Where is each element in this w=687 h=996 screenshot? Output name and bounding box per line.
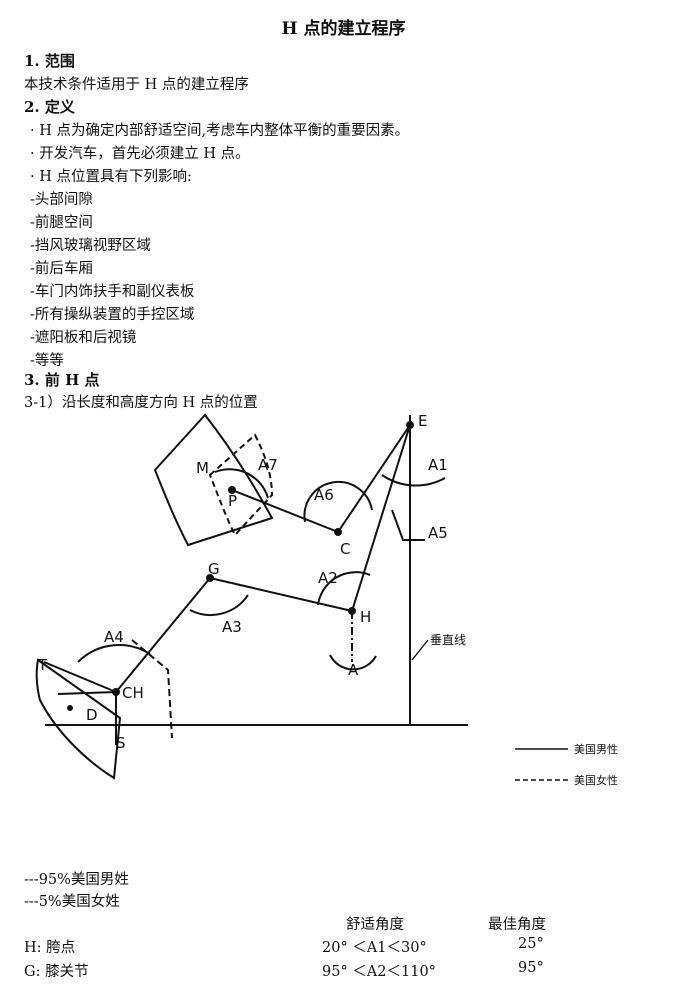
definition-bullet: · H 点位置具有下列影响: [30,169,192,185]
definition-bullet: · H 点为确定内部舒适空间,考虑车内整体平衡的重要因素。 [30,123,410,139]
label-S: S [116,734,126,752]
influence-item: -前腿空间 [30,215,93,231]
influence-item: -等等 [30,353,64,369]
section-1-heading: 1. 范围 [24,52,75,70]
a1-arc [381,474,446,487]
note-female: ---5%美国女姓 [24,894,120,910]
h-point-diagram: 垂直线 E A1 A5 M A7 P A6 C A2 G H A3 A4 A T… [35,412,618,787]
label-G: G [208,560,220,578]
label-T: T [37,656,48,674]
a6-arc [303,480,373,523]
e-joint [406,421,414,429]
a2-arc [317,571,371,606]
ch-joint [112,688,120,696]
label-D: D [86,706,98,724]
shin-line [115,577,211,693]
table-row-label: H: 胯点 [24,940,76,956]
c-joint [334,528,342,536]
toe-line [43,661,117,693]
section-3-heading: 3. 前 H 点 [24,371,100,389]
g-joint [206,574,214,582]
influence-item: -遮阳板和后视镜 [30,330,137,346]
label-A3: A3 [222,618,242,636]
e-to-h-line [351,424,411,612]
vertical-label-leader [411,639,429,661]
a7-arc [214,468,269,499]
table-header-comfort: 舒适角度 [346,917,404,933]
a5-marker [391,509,425,541]
legend-male-label: 美国男性 [574,742,618,756]
foot-outline [35,658,122,780]
label-A2: A2 [318,569,338,587]
torso-line [231,489,339,533]
label-M: M [196,459,209,477]
p-joint [228,486,236,494]
influence-item: -所有操纵装置的手控区域 [30,307,195,323]
influence-item: -挡风玻璃视野区域 [30,238,151,254]
label-A7: A7 [258,456,278,474]
female-leg-outline [131,639,173,739]
table-header-best: 最佳角度 [488,917,546,933]
label-A: A [348,661,359,679]
legend-female-label: 美国女性 [574,773,618,787]
label-A4: A4 [104,628,124,646]
female-head-outline [208,433,274,537]
label-P: P [228,492,237,510]
definition-bullet: · 开发汽车，首先必须建立 H 点。 [30,146,250,162]
a4-arc [77,644,151,663]
d-dot [67,705,73,711]
sole-line [57,691,117,695]
table-row-comfort: 20° ＜A1＜30° [322,940,427,956]
influence-item: -车门内饰扶手和副仪表板 [30,284,195,300]
note-male: ---95%美国男姓 [24,872,129,888]
section-1-text: 本技术条件适用于 H 点的建立程序 [24,77,249,93]
label-A5: A5 [428,524,448,542]
influence-item: -前后车厢 [30,261,93,277]
label-H: H [360,608,371,626]
h-joint [348,607,356,615]
table-row-best: 95° [518,960,544,976]
c-to-e-line [337,424,411,533]
label-C: C [340,540,350,558]
a-arc [329,654,377,671]
label-E: E [418,412,427,430]
table-row-label: G: 膝关节 [24,964,89,980]
influence-item: -头部间隙 [30,192,93,208]
label-CH: CH [122,684,144,702]
label-A1: A1 [428,456,448,474]
section-3-subheading: 3-1）沿长度和高度方向 H 点的位置 [24,395,258,411]
section-2-heading: 2. 定义 [24,98,75,116]
table-row-best: 25° [518,936,544,952]
table-row-comfort: 95° ＜A2＜110° [322,964,436,980]
vertical-line-label: 垂直线 [430,633,466,647]
a3-arc [189,594,249,616]
page-title: H 点的建立程序 [281,19,406,39]
head-outline [153,413,274,547]
thigh-line [209,577,353,612]
label-A6: A6 [314,486,334,504]
